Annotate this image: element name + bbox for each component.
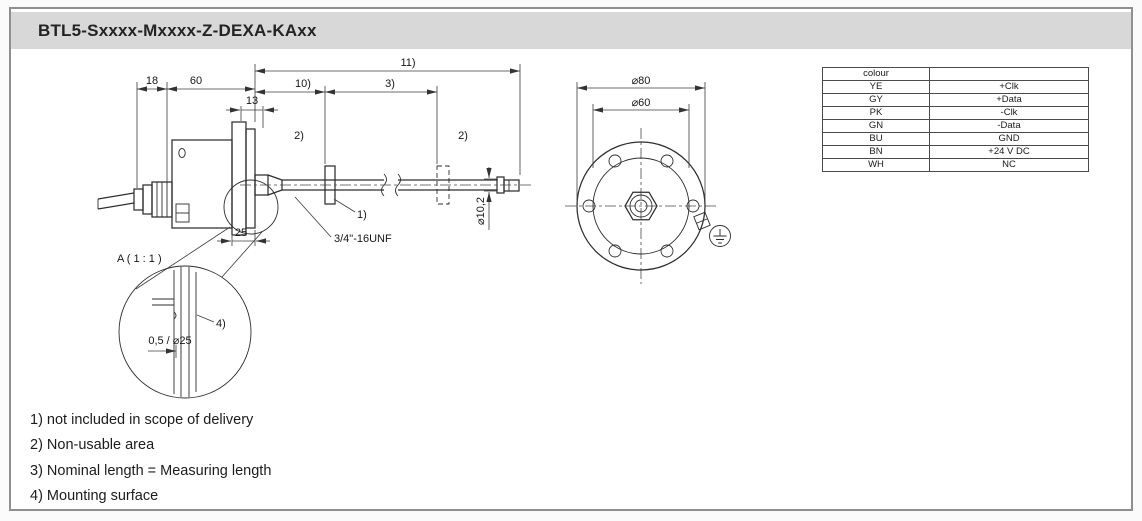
table-header-signal xyxy=(929,67,1089,81)
wire-color-cell: WH xyxy=(822,158,930,172)
dim-label-dia-80: ⌀80 xyxy=(632,75,651,87)
detail-circle xyxy=(118,265,252,399)
wire-signal-cell: -Clk xyxy=(929,106,1089,120)
table-row: PK -Clk xyxy=(822,106,1089,120)
wire-signal-cell: +Data xyxy=(929,93,1089,107)
housing xyxy=(171,139,233,229)
footnote-1: 1) not included in scope of delivery xyxy=(30,412,254,428)
wire-color-cell: BN xyxy=(822,145,930,159)
table-header-row: colour xyxy=(822,67,1089,81)
wire-signal-cell: -Data xyxy=(929,119,1089,133)
wire-signal-cell: GND xyxy=(929,132,1089,146)
cable-gland xyxy=(133,181,173,218)
detail-dim-label: 0,5 / ⌀25 xyxy=(148,335,191,347)
dim-label-3: 3) xyxy=(385,78,395,90)
inner-circle xyxy=(592,157,690,255)
detail-a-label: A ( 1 : 1 ) xyxy=(117,253,162,265)
title-bar: BTL5-Sxxxx-Mxxxx-Z-DEXA-KAxx xyxy=(11,12,1131,49)
thread-label: 3/4"-16UNF xyxy=(334,233,392,245)
rod xyxy=(254,165,520,205)
footnote-2: 2) Non-usable area xyxy=(30,437,155,454)
datasheet-page: BTL5-Sxxxx-Mxxxx-Z-DEXA-KAxx xyxy=(9,7,1133,511)
dim-label-11: 11) xyxy=(400,57,415,69)
side-view xyxy=(97,121,532,236)
wire-signal-cell: +Clk xyxy=(929,80,1089,94)
dim-label-dia-60: ⌀60 xyxy=(632,97,651,109)
product-title: BTL5-Sxxxx-Mxxxx-Z-DEXA-KAxx xyxy=(38,20,317,40)
table-row: GN -Data xyxy=(822,119,1089,133)
footnotes: 1) not included in scope of delivery 2) … xyxy=(30,408,271,510)
dim-label-10: 10) xyxy=(295,78,311,90)
wire-color-cell: GY xyxy=(822,93,930,107)
center-nut xyxy=(624,191,658,221)
table-row: BN +24 V DC xyxy=(822,145,1089,159)
flange xyxy=(231,121,256,236)
cable xyxy=(97,192,135,210)
dim-label-25: 25 xyxy=(235,227,247,239)
table-header-colour: colour xyxy=(822,67,930,81)
break-line xyxy=(395,173,401,197)
table-row: GY +Data xyxy=(822,93,1089,107)
dim-label-18: 18 xyxy=(146,75,158,87)
dimensions: 11) 18 60 10) 3) 13 25 3/4"-16UNF 1) 2) xyxy=(136,57,521,246)
table-row: WH NC xyxy=(822,158,1089,172)
wire-color-cell: PK xyxy=(822,106,930,120)
footnote-4: 4) Mounting surface xyxy=(30,488,159,505)
wire-signal-cell: NC xyxy=(929,158,1089,172)
front-view: ⌀80 ⌀60 xyxy=(565,75,731,284)
crosshair-centerlines xyxy=(565,128,717,284)
note-2-right-label: 2) xyxy=(458,130,468,142)
mounting-holes xyxy=(582,154,700,258)
detail-view-a: A ( 1 : 1 ) 4) 0,5 / ⌀25 xyxy=(117,226,263,399)
wire-color-cell: GN xyxy=(822,119,930,133)
wire-signal-cell: +24 V DC xyxy=(929,145,1089,159)
footnote-3: 3) Nominal length = Measuring length xyxy=(30,462,272,479)
detail-marker-circle xyxy=(223,179,279,235)
note-1-label: 1) xyxy=(357,209,367,221)
wiring-color-table: colour YE +Clk GY +Data PK -Clk GN -Data… xyxy=(822,67,1089,172)
connector-clamp xyxy=(693,211,711,231)
dim-label-60: 60 xyxy=(190,75,202,87)
ground-icon xyxy=(709,225,731,247)
technical-drawing: 11) 18 60 10) 3) 13 25 3/4"-16UNF 1) 2) xyxy=(97,57,731,399)
dim-label-13: 13 xyxy=(246,95,258,107)
dim-label-rod-diameter: ⌀10,2 xyxy=(475,197,487,225)
table-row: BU GND xyxy=(822,132,1089,146)
wire-color-cell: BU xyxy=(822,132,930,146)
wire-color-cell: YE xyxy=(822,80,930,94)
note-2-left-label: 2) xyxy=(294,130,304,142)
note-4-label: 4) xyxy=(216,318,226,330)
table-row: YE +Clk xyxy=(822,80,1089,94)
outer-housing-circle xyxy=(576,141,706,271)
